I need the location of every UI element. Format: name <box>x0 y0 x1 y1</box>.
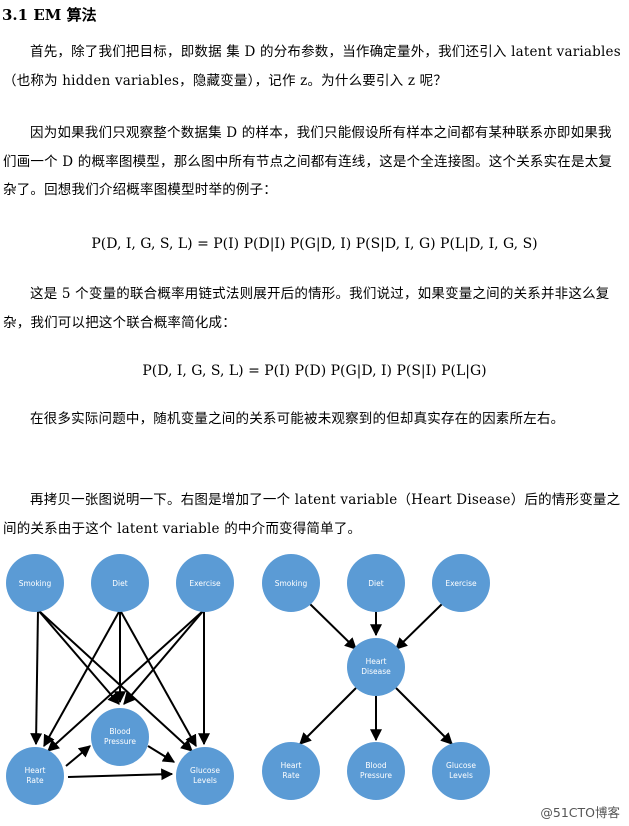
formula-chain-rule: P(D, I, G, S, L) = P(I) P(D|I) P(G|D, I)… <box>91 236 538 252</box>
svg-text:Exercise: Exercise <box>445 579 477 588</box>
svg-text:Levels: Levels <box>193 776 217 785</box>
right-graph-edges <box>299 603 453 745</box>
edge-exercise-blood <box>123 609 205 705</box>
paragraph-2-text: 因为如果我们只观察整个数据集 D 的样本，我们只能假设所有样本之间都有某种联系亦… <box>3 125 613 198</box>
right-node-smoking: Smoking <box>262 554 320 612</box>
left-node-heart-rate: Heart Rate <box>6 747 64 805</box>
svg-text:Levels: Levels <box>449 771 473 780</box>
svg-text:Glucose: Glucose <box>190 766 220 775</box>
left-node-diet: Diet <box>91 554 149 612</box>
right-node-heart-rate: Heart Rate <box>262 742 320 800</box>
left-node-glucose-levels: Glucose Levels <box>176 747 234 805</box>
paragraph-3-text: 这是 5 个变量的联合概率用链式法则展开后的情形。我们说过，如果变量之间的关系并… <box>3 286 610 331</box>
svg-text:Glucose: Glucose <box>446 761 476 770</box>
right-node-blood-pressure: Blood Pressure <box>347 742 405 800</box>
paragraph-2: 因为如果我们只观察整个数据集 D 的样本，我们只能假设所有样本之间都有某种联系亦… <box>3 119 621 205</box>
edge-heartrate-blood <box>65 745 91 767</box>
svg-text:Exercise: Exercise <box>189 579 221 588</box>
paragraph-4-text: 在很多实际问题中，随机变量之间的关系可能被未观察到的但却真实存在的因素所左右。 <box>30 411 565 427</box>
svg-text:Blood: Blood <box>109 727 130 736</box>
edge-blood-glucose <box>147 745 176 763</box>
svg-text:Pressure: Pressure <box>360 771 392 780</box>
edge-smoking-heartrate <box>30 609 43 746</box>
edge-exercise-heartrate <box>47 609 205 752</box>
edge-smoking-blood <box>37 609 120 705</box>
edge-smoking-glucose <box>37 609 193 752</box>
svg-text:Pressure: Pressure <box>104 737 136 746</box>
edge-r-smoking-disease <box>309 603 357 650</box>
svg-text:Rate: Rate <box>26 776 44 785</box>
section-title: 3.1 EM 算法 <box>2 6 97 24</box>
right-node-glucose-levels: Glucose Levels <box>432 742 490 800</box>
edge-r-disease-glucose <box>395 687 453 745</box>
left-node-smoking: Smoking <box>6 554 64 612</box>
right-node-exercise: Exercise <box>432 554 490 612</box>
svg-text:Smoking: Smoking <box>275 579 308 588</box>
svg-text:Rate: Rate <box>282 771 300 780</box>
right-node-diet: Diet <box>347 554 405 612</box>
svg-text:Disease: Disease <box>361 667 391 676</box>
paragraph-5: 再拷贝一张图说明一下。右图是增加了一个 latent variable（Hear… <box>3 486 621 543</box>
bayes-network-diagram: Smoking Diet Exercise Blood Pressure Hea… <box>6 554 490 805</box>
left-graph-edges <box>30 609 210 781</box>
edge-diet-glucose <box>119 609 197 748</box>
paragraph-1-text: 首先，除了我们把目标，即数据 集 D 的分布参数，当作确定量外，我们还引入 la… <box>3 44 621 89</box>
svg-text:Diet: Diet <box>112 579 127 588</box>
paragraph-4: 在很多实际问题中，随机变量之间的关系可能被未观察到的但却真实存在的因素所左右。 <box>3 405 621 434</box>
svg-text:Blood: Blood <box>365 761 386 770</box>
svg-text:Heart: Heart <box>366 657 387 666</box>
left-node-blood-pressure: Blood Pressure <box>91 708 149 766</box>
svg-text:Smoking: Smoking <box>19 579 52 588</box>
paragraph-5-text: 再拷贝一张图说明一下。右图是增加了一个 latent variable（Hear… <box>3 492 621 537</box>
watermark: @51CTO博客 <box>537 801 623 822</box>
left-node-exercise: Exercise <box>176 554 234 612</box>
paragraph-3: 这是 5 个变量的联合概率用链式法则展开后的情形。我们说过，如果变量之间的关系并… <box>3 280 621 337</box>
edge-heartrate-glucose <box>67 768 174 781</box>
right-node-heart-disease: Heart Disease <box>347 638 405 696</box>
edge-r-disease-heartrate <box>299 687 357 745</box>
formula-simplified: P(D, I, G, S, L) = P(I) P(D) P(G|D, I) P… <box>142 363 487 379</box>
svg-text:Diet: Diet <box>368 579 383 588</box>
edge-r-exercise-disease <box>395 603 443 650</box>
edge-diet-heartrate <box>43 609 121 748</box>
svg-text:Heart: Heart <box>25 766 46 775</box>
paragraph-1: 首先，除了我们把目标，即数据 集 D 的分布参数，当作确定量外，我们还引入 la… <box>3 38 621 95</box>
svg-text:Heart: Heart <box>281 761 302 770</box>
